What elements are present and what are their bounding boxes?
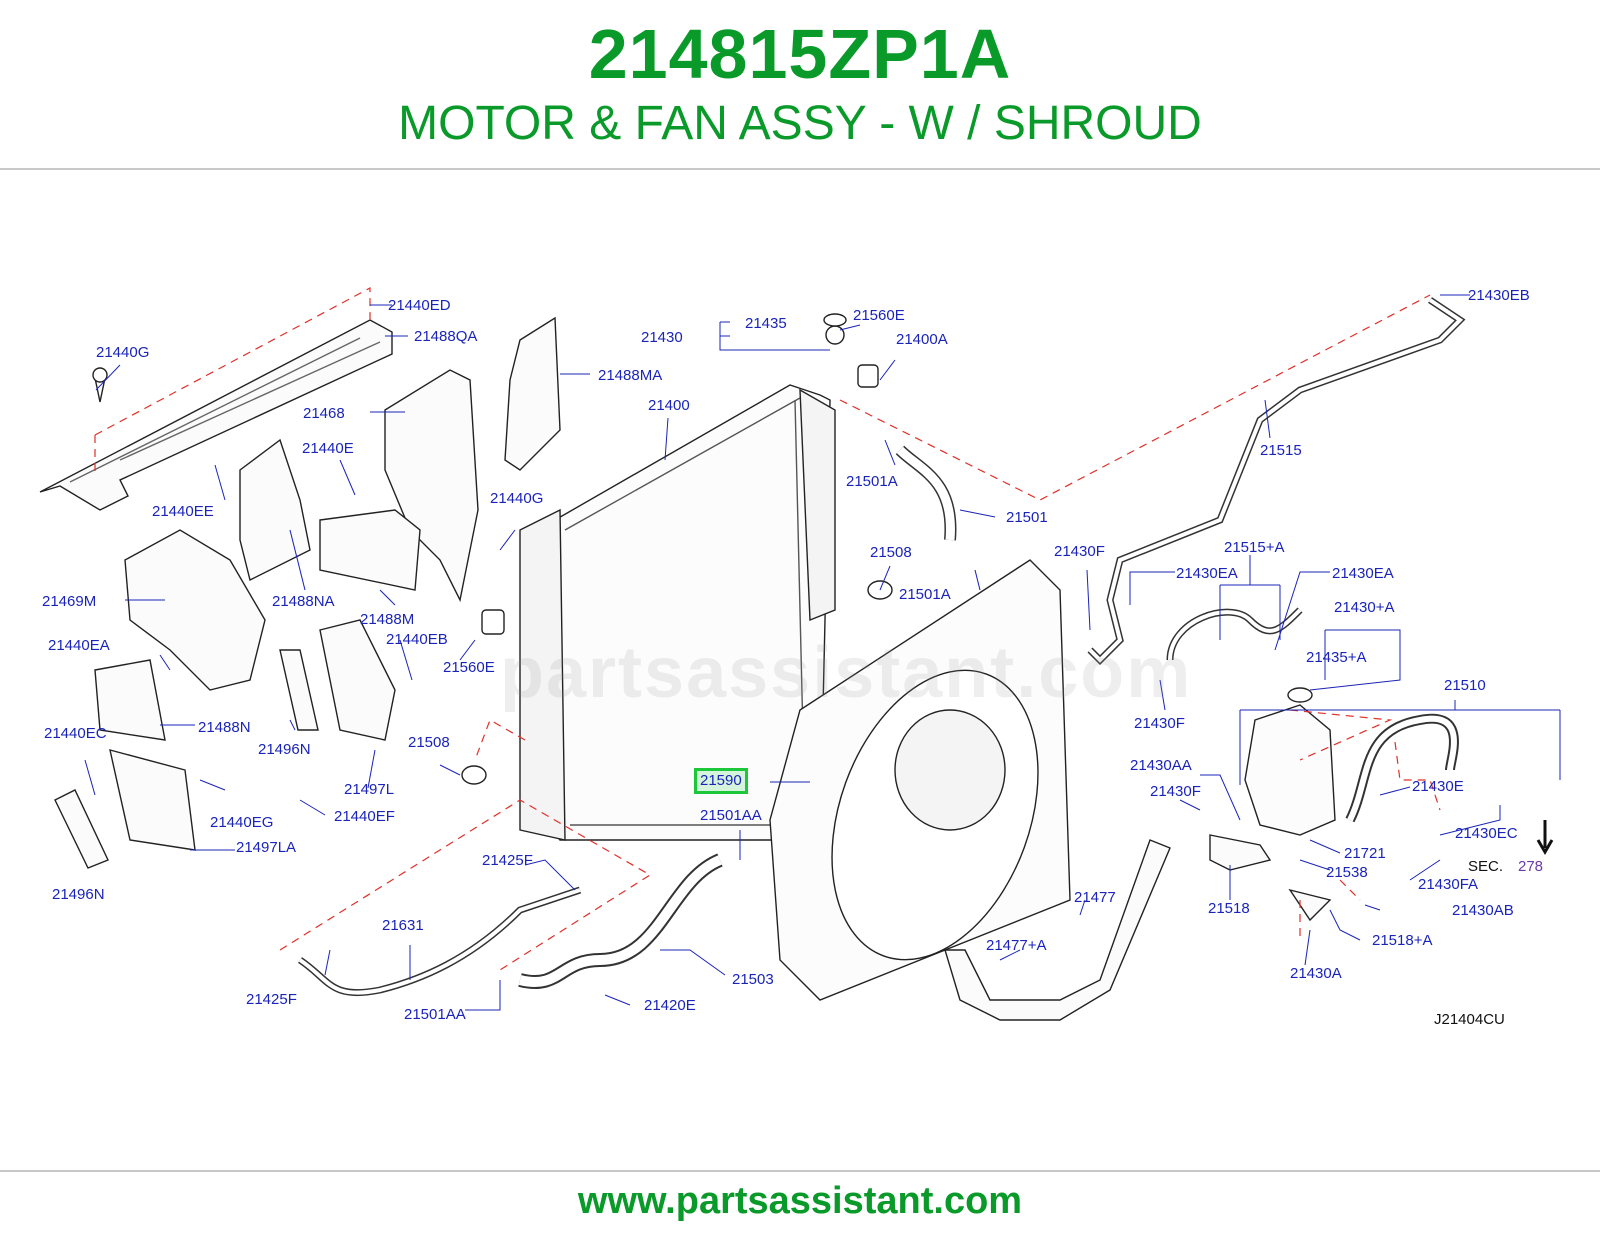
callout-21440eg[interactable]: 21440EG <box>210 814 274 831</box>
callout-21501a-a[interactable]: 21501A <box>846 473 898 490</box>
callout-21430ab[interactable]: 21430AB <box>1452 902 1514 919</box>
section-arrow <box>1536 820 1554 855</box>
callout-21440ec[interactable]: 21440EC <box>44 725 107 742</box>
callout-21440e[interactable]: 21440E <box>302 440 354 457</box>
callout-21430a[interactable]: 21430A <box>1290 965 1342 982</box>
callout-21430f-c[interactable]: 21430F <box>1150 783 1201 800</box>
air-guide-part <box>384 369 479 603</box>
callout-21488m[interactable]: 21488M <box>360 611 415 628</box>
lower-shield-part <box>124 529 266 691</box>
diagram-drawing <box>39 286 1561 1021</box>
callout-21430e[interactable]: 21430E <box>1412 778 1464 795</box>
callout-21488qa[interactable]: 21488QA <box>414 328 478 345</box>
callout-21515-a[interactable]: 21515+A <box>1224 539 1285 556</box>
shroud-seal <box>944 839 1171 1021</box>
callout-21503[interactable]: 21503 <box>732 971 774 988</box>
callout-21501a-b[interactable]: 21501A <box>899 586 951 603</box>
diagram-ref-code: J21404CU <box>1434 1011 1505 1028</box>
callout-21430ea-b[interactable]: 21430EA <box>1332 565 1394 582</box>
radiator-left-tank <box>519 508 566 841</box>
radiator-cap <box>825 325 845 345</box>
callout-21430ea-a[interactable]: 21430EA <box>1176 565 1238 582</box>
callout-21477-a[interactable]: 21477+A <box>986 937 1047 954</box>
footer-divider <box>0 1170 1600 1172</box>
callout-21501aa-b[interactable]: 21501AA <box>404 1006 466 1023</box>
callout-21538[interactable]: 21538 <box>1326 864 1368 881</box>
callout-21440ef[interactable]: 21440EF <box>334 808 395 825</box>
callout-21425f-b[interactable]: 21425F <box>246 991 297 1008</box>
callout-21430f-a[interactable]: 21430F <box>1054 543 1105 560</box>
footer-website-link[interactable]: www.partsassistant.com <box>577 1180 1023 1222</box>
exploded-parts-diagram: partsassistant.com 21440ED 21488QA 21440… <box>0 260 1600 1090</box>
callout-21488n[interactable]: 21488N <box>198 719 251 736</box>
section-label: SEC. <box>1468 858 1504 875</box>
callout-21430[interactable]: 21430 <box>641 329 683 346</box>
callout-21721[interactable]: 21721 <box>1344 845 1386 862</box>
watermark: partsassistant.com <box>500 633 1193 713</box>
callout-21488na[interactable]: 21488NA <box>272 593 335 610</box>
callout-21469m[interactable]: 21469M <box>42 593 97 610</box>
header-divider <box>0 168 1600 170</box>
seal-part-m <box>319 509 421 591</box>
callout-21440ea-left[interactable]: 21440EA <box>48 637 110 654</box>
callout-21425f-a[interactable]: 21425F <box>482 852 533 869</box>
fan-motor <box>894 709 1006 831</box>
callout-21510[interactable]: 21510 <box>1444 677 1486 694</box>
callout-21435-a[interactable]: 21435+A <box>1306 649 1367 666</box>
air-guide-l <box>319 619 396 741</box>
callout-21420e[interactable]: 21420E <box>644 997 696 1014</box>
part-number-title: 214815ZP1A <box>588 15 1012 93</box>
callout-21515[interactable]: 21515 <box>1260 442 1302 459</box>
callout-21430ec[interactable]: 21430EC <box>1455 825 1518 842</box>
callout-21631[interactable]: 21631 <box>382 917 424 934</box>
callout-21501[interactable]: 21501 <box>1006 509 1048 526</box>
callout-21440ee[interactable]: 21440EE <box>152 503 214 520</box>
reservoir-tank <box>1244 704 1336 836</box>
section-number-link[interactable]: 278 <box>1518 858 1544 875</box>
callout-21430eb[interactable]: 21430EB <box>1468 287 1530 304</box>
callout-21430f-b[interactable]: 21430F <box>1134 715 1185 732</box>
callout-21430fa[interactable]: 21430FA <box>1418 876 1479 893</box>
upper-shield-part <box>39 319 393 511</box>
callout-21440ed[interactable]: 21440ED <box>388 297 451 314</box>
callout-21518-a[interactable]: 21518+A <box>1372 932 1433 949</box>
callout-21477[interactable]: 21477 <box>1074 889 1116 906</box>
callout-21440g-b[interactable]: 21440G <box>490 490 544 507</box>
seal-part-ma <box>504 316 561 471</box>
callout-21497l[interactable]: 21497L <box>344 781 395 798</box>
radiator-right-tank <box>799 388 836 622</box>
callout-21590-highlighted[interactable]: 21590 <box>694 768 748 794</box>
callout-21560e-left[interactable]: 21560E <box>443 659 495 676</box>
callout-21440g[interactable]: 21440G <box>96 344 150 361</box>
callout-21435[interactable]: 21435 <box>745 315 787 332</box>
callout-21496n-b[interactable]: 21496N <box>52 886 105 903</box>
callout-21440eb[interactable]: 21440EB <box>386 631 448 648</box>
part-name-subtitle: MOTOR & FAN ASSY - W / SHROUD <box>398 97 1202 150</box>
callout-21497la[interactable]: 21497LA <box>236 839 297 856</box>
callout-21468[interactable]: 21468 <box>303 405 345 422</box>
page-header: 214815ZP1A MOTOR & FAN ASSY - W / SHROUD <box>0 0 1600 170</box>
callout-21560e-top[interactable]: 21560E <box>853 307 905 324</box>
callout-21501aa-a[interactable]: 21501AA <box>700 807 762 824</box>
seal-part-na <box>239 438 311 582</box>
callout-21496n-a[interactable]: 21496N <box>258 741 311 758</box>
callout-21488ma[interactable]: 21488MA <box>598 367 663 384</box>
callout-21508-left[interactable]: 21508 <box>408 734 450 751</box>
callout-21430aa[interactable]: 21430AA <box>1130 757 1192 774</box>
callout-21508-right[interactable]: 21508 <box>870 544 912 561</box>
callout-21400a[interactable]: 21400A <box>896 331 948 348</box>
callout-21400[interactable]: 21400 <box>648 397 690 414</box>
callout-21518[interactable]: 21518 <box>1208 900 1250 917</box>
callout-21430-a-plus[interactable]: 21430+A <box>1334 599 1395 616</box>
